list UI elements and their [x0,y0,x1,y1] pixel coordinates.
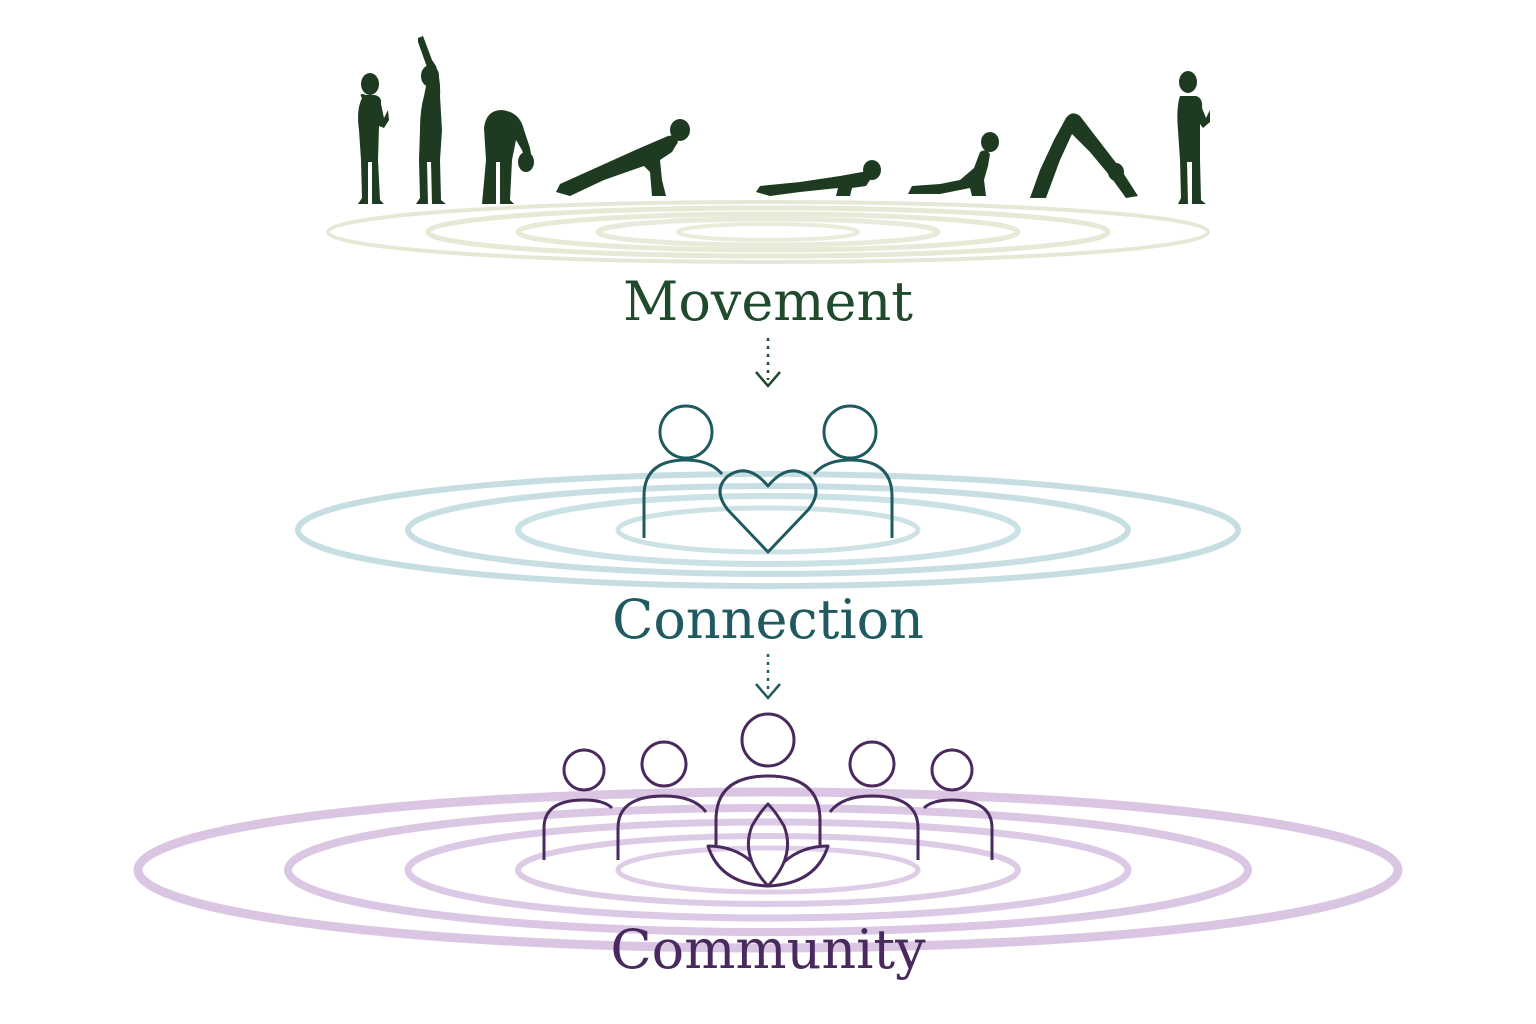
connection-ripples [295,471,1241,589]
person-body-icon [714,774,822,846]
person-head-icon [822,404,878,460]
yoga-sequence-icon [358,36,1210,204]
person-head-icon [740,712,796,768]
person-body-icon [812,458,894,538]
yoga-figure-downward-dog [1030,113,1138,198]
ripple-ring [326,200,1210,264]
ripple-ring [284,804,1252,936]
person-body-icon [828,794,920,860]
lotus-icon [706,802,830,888]
yoga-figure-cobra [908,132,999,196]
ripple-ring [515,211,1021,253]
person-head-icon [562,748,606,792]
ripple-ring [515,493,1021,567]
ripple-ring [295,471,1241,589]
stage-label-movement: Movement [623,270,913,333]
person-head-icon [640,740,688,788]
ripple-ring [676,222,860,242]
person-body-icon [616,794,708,860]
two-people-heart-icon [642,404,894,554]
stage-label-community: Community [610,918,926,981]
stage-label-connection: Connection [612,588,924,651]
arrow-down-icon [755,654,781,700]
ripple-ring [515,833,1021,907]
person-head-icon [658,404,714,460]
person-body-icon [642,458,724,538]
yoga-figure-raised-arms [416,36,446,204]
arrow-down-icon [755,338,781,388]
ripple-ring [615,505,921,555]
yoga-figure-prayer [358,73,389,204]
ripple-ring [133,787,1403,953]
person-body-icon [922,798,994,860]
ripple-ring [595,216,941,248]
person-body-icon [542,798,614,860]
ripple-ring [425,205,1111,259]
heart-icon [718,469,818,554]
yoga-figure-forward-fold [482,110,534,204]
person-head-icon [930,748,974,792]
ripple-ring [404,818,1132,922]
ripple-ring [615,845,921,895]
yoga-figure-prayer-end [1177,71,1210,204]
community-ripples [133,787,1403,953]
movement-ripples [326,200,1210,264]
person-head-icon [848,740,896,788]
group-lotus-icon [542,712,994,888]
yoga-figure-low-plank [756,160,881,196]
yoga-figure-plank [556,119,690,196]
